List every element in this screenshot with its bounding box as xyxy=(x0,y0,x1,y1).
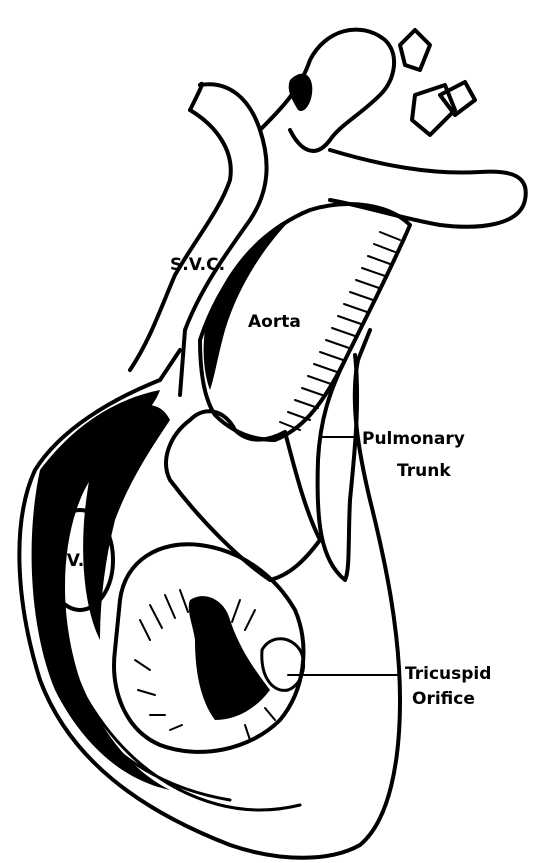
svc-upper-left-branch xyxy=(190,84,202,110)
arch-dark-shading xyxy=(289,74,313,111)
pulmonary-trunk-vessel xyxy=(318,355,358,580)
label-tricuspid: Tricuspid xyxy=(405,664,491,684)
aorta-left-shading xyxy=(204,215,295,390)
label-svc: S.V.C. xyxy=(170,255,225,275)
aorta-vessel xyxy=(200,204,410,440)
arch-branch-vessels xyxy=(400,30,475,135)
atrium-upper-wall xyxy=(166,411,320,580)
label-ivc: I.V.C xyxy=(54,551,97,571)
label-trunk: Trunk xyxy=(397,461,451,481)
tricuspid-orifice-oval xyxy=(262,639,304,691)
right-branch-tube xyxy=(330,150,526,227)
tricuspid-leaflets-shading xyxy=(189,596,270,720)
aortic-arch-top xyxy=(260,30,394,151)
label-pulmonary: Pulmonary xyxy=(362,429,465,449)
label-aorta: Aorta xyxy=(248,312,301,332)
label-orifice: Orifice xyxy=(412,689,475,709)
